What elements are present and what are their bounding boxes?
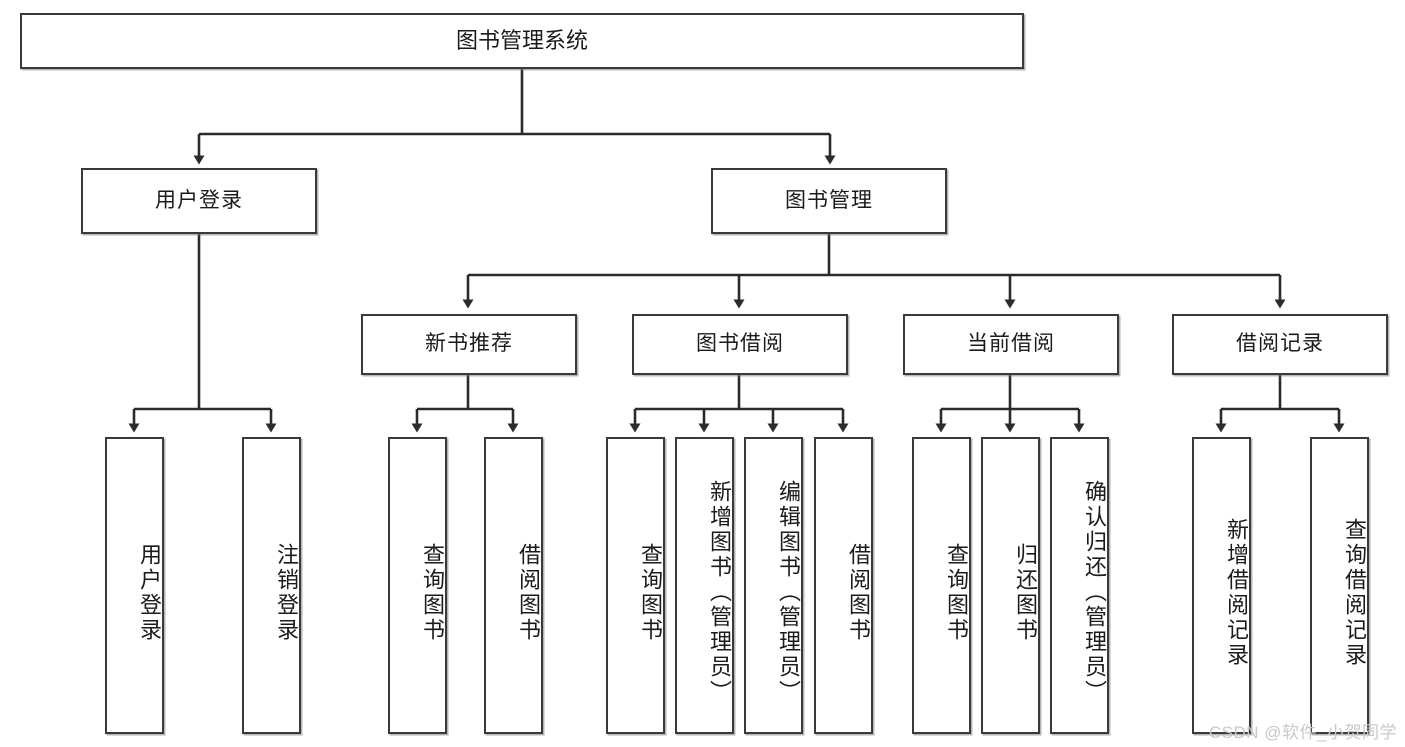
leaf-borrow-add-book[interactable]: 新增图书（管理员）	[675, 437, 734, 734]
node-borrow-record[interactable]: 借阅记录	[1172, 314, 1388, 375]
leaf-current-confirm-return[interactable]: 确认归还（管理员）	[1050, 437, 1109, 734]
node-label: 借阅图书	[516, 542, 541, 643]
leaf-borrow-borrow-book[interactable]: 借阅图书	[814, 437, 873, 734]
node-label: 查询图书	[638, 542, 663, 643]
node-label: 图书管理	[785, 188, 873, 212]
leaf-newbook-query[interactable]: 查询图书	[388, 437, 447, 734]
node-label: 归还图书	[1013, 542, 1038, 643]
node-label: 新增借阅记录	[1224, 517, 1249, 668]
node-label: 查询图书	[420, 542, 445, 643]
node-label: 用户登录	[155, 188, 243, 212]
node-book-borrow[interactable]: 图书借阅	[632, 314, 848, 375]
node-label: 借阅记录	[1236, 332, 1324, 356]
node-user-login[interactable]: 用户登录	[81, 168, 317, 234]
node-label: 用户登录	[137, 542, 162, 643]
node-label: 新书推荐	[425, 332, 513, 356]
node-label: 查询借阅记录	[1342, 517, 1367, 668]
node-new-book-recommend[interactable]: 新书推荐	[361, 314, 577, 375]
leaf-newbook-borrow[interactable]: 借阅图书	[484, 437, 543, 734]
node-label: 新增图书（管理员）	[707, 480, 732, 705]
node-label: 当前借阅	[967, 332, 1055, 356]
leaf-record-add[interactable]: 新增借阅记录	[1192, 437, 1251, 734]
node-label: 图书管理系统	[455, 28, 588, 54]
node-book-management[interactable]: 图书管理	[711, 168, 947, 234]
node-label: 注销登录	[274, 542, 299, 643]
leaf-borrow-edit-book[interactable]: 编辑图书（管理员）	[744, 437, 803, 734]
leaf-user-login[interactable]: 用户登录	[105, 437, 164, 734]
node-current-borrow[interactable]: 当前借阅	[903, 314, 1119, 375]
leaf-current-query[interactable]: 查询图书	[912, 437, 971, 734]
node-label: 确认归还（管理员）	[1082, 480, 1107, 705]
node-label: 编辑图书（管理员）	[776, 480, 801, 705]
leaf-borrow-query[interactable]: 查询图书	[606, 437, 665, 734]
node-root-system[interactable]: 图书管理系统	[20, 13, 1024, 69]
node-label: 查询图书	[944, 542, 969, 643]
leaf-user-logout[interactable]: 注销登录	[242, 437, 301, 734]
csdn-watermark: CSDN @软件_小贺同学	[1208, 723, 1397, 742]
leaf-record-query[interactable]: 查询借阅记录	[1310, 437, 1369, 734]
node-label: 借阅图书	[846, 542, 871, 643]
node-label: 图书借阅	[696, 332, 784, 356]
leaf-current-return[interactable]: 归还图书	[981, 437, 1040, 734]
